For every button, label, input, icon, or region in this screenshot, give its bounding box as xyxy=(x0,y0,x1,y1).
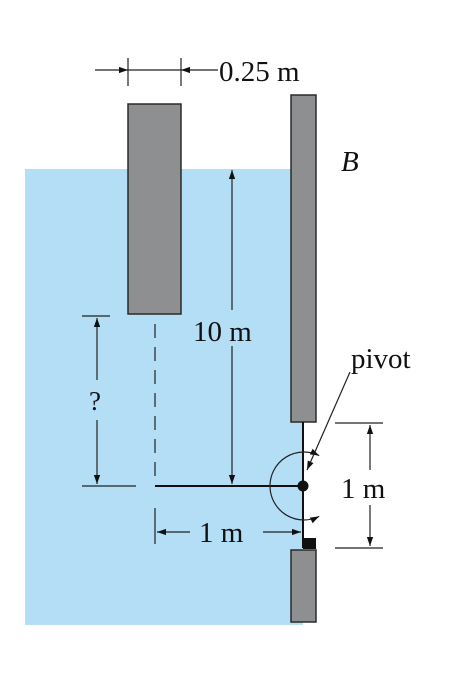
vertical-gate-dimension-label: 1 m xyxy=(341,473,386,505)
gate-stop xyxy=(303,538,316,549)
unknown-dimension-label: ? xyxy=(89,386,101,416)
depth-dimension-label: 10 m xyxy=(193,316,252,348)
pivot-dot xyxy=(297,480,309,492)
horizontal-gate-dimension-label: 1 m xyxy=(199,517,244,549)
pivot-leader xyxy=(306,371,351,471)
wall-lower-block xyxy=(290,549,317,623)
width-dimension-label: 0.25 m xyxy=(219,56,300,88)
gate-b-label: B xyxy=(341,146,359,178)
pivot-label: pivot xyxy=(351,343,411,375)
rotation-arrow xyxy=(269,448,320,524)
wall-upper-block xyxy=(290,94,317,423)
left-block xyxy=(127,103,182,315)
